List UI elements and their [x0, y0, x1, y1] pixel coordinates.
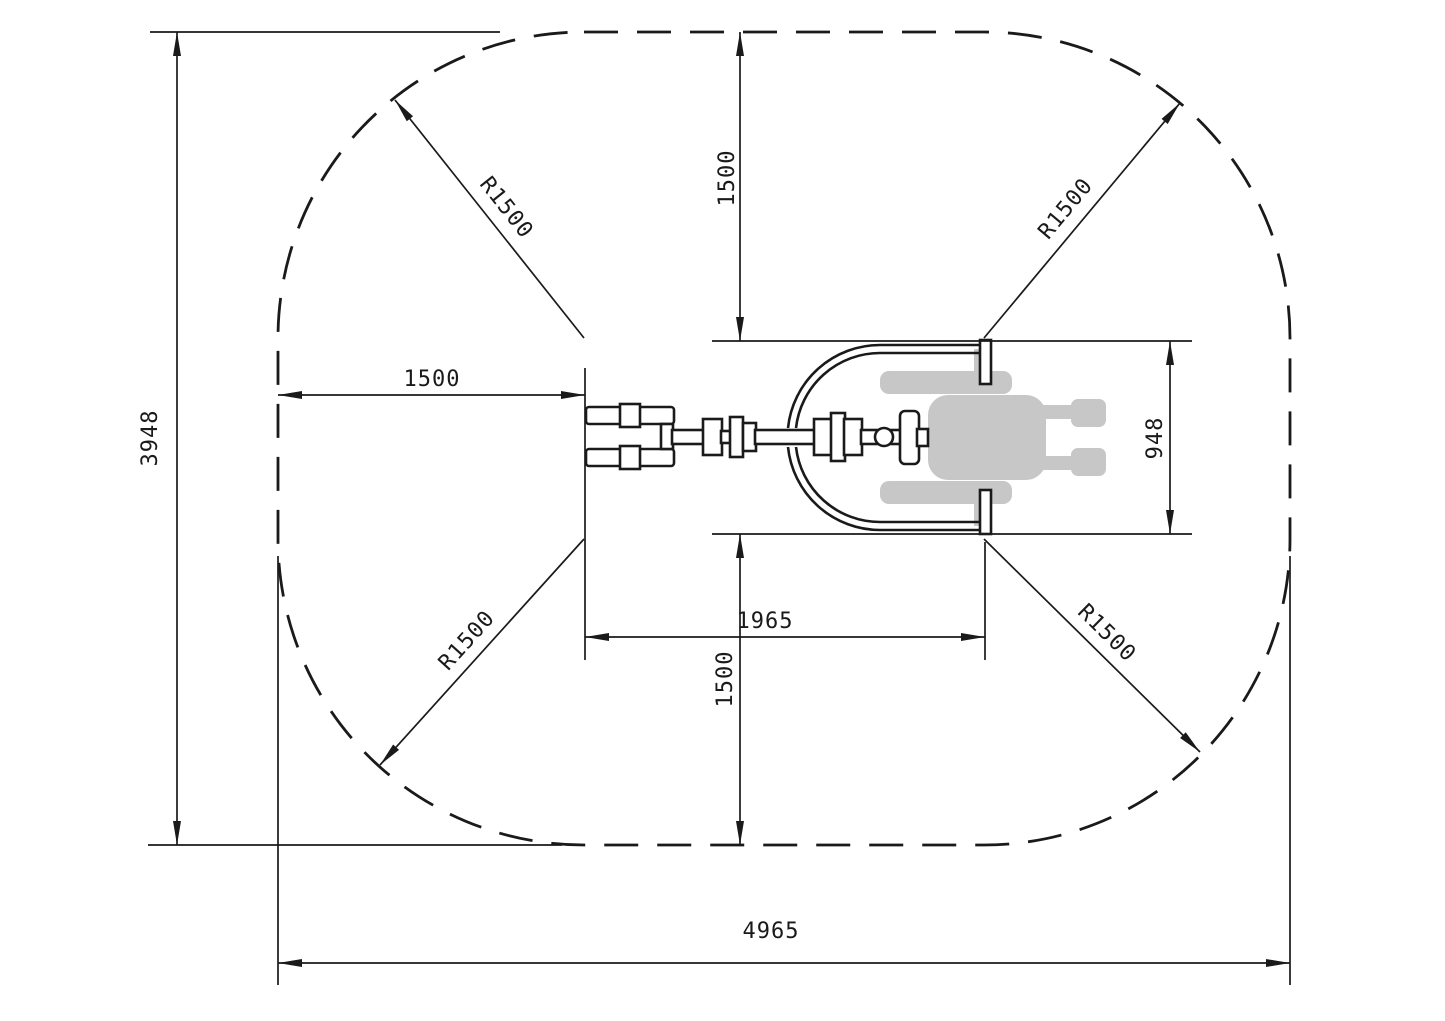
dim-clearance-left: 1500 [278, 367, 585, 399]
dim-device-width: 948 [1143, 341, 1174, 534]
handlebar-clamp-top [618, 402, 642, 429]
dim-overall-height: 3948 [138, 31, 562, 846]
beam-clamp-2 [728, 415, 745, 459]
radius-line [983, 538, 1201, 753]
dim-overall-width: 4965 [277, 556, 1291, 985]
handlebar-clamp-bottom [618, 444, 642, 471]
wheelchair-seat [928, 395, 1046, 480]
safety-zone [276, 30, 1292, 847]
dimension-label: 948 [1143, 417, 1168, 460]
dim-clearance-top: 1500 [715, 32, 744, 341]
dimension-label: 1500 [713, 651, 738, 708]
dim-radius-bottom-left: R1500 [379, 538, 585, 766]
frame-end-post-bottom [978, 488, 993, 536]
dimension-label: 4965 [743, 919, 800, 944]
dimension-label: 3948 [138, 410, 163, 467]
dim-radius-top-left: R1500 [394, 99, 585, 339]
spring-housing-right [842, 417, 864, 457]
dim-radius-bottom-right: R1500 [983, 538, 1201, 753]
wheelchair-frame-link-bottom [1040, 456, 1076, 470]
radius-label: R1500 [474, 172, 538, 243]
dimension-label: 1500 [715, 150, 740, 207]
beam-clamp-1 [701, 417, 724, 457]
safety-zone-outline [276, 30, 1292, 847]
dimensions: 3948 4965 1500 1500 1965 1500 [138, 31, 1291, 985]
dimension-label: 1500 [404, 367, 461, 392]
radius-label: R1500 [434, 606, 500, 676]
beam-section-3 [753, 428, 818, 446]
wheelchair-frame-link-top [1040, 405, 1076, 419]
radius-line [983, 102, 1181, 339]
dim-clearance-bottom: 1500 [713, 534, 744, 845]
frame-end-post-top [978, 338, 993, 386]
radius-label: R1500 [1034, 173, 1099, 244]
spring-housing-left [812, 417, 834, 457]
pivot-hub [873, 426, 895, 448]
seesaw-equipment [584, 338, 993, 536]
radius-line [394, 99, 585, 339]
dimension-label: 1965 [737, 609, 794, 634]
radius-line [379, 538, 585, 766]
dim-radius-top-right: R1500 [983, 102, 1181, 339]
wheelchair-caster-bottom [1071, 448, 1106, 476]
beam-section-1 [670, 428, 707, 446]
radius-label: R1500 [1072, 599, 1140, 667]
wheelchair-caster-top [1071, 399, 1106, 427]
post-bracket [915, 427, 930, 448]
dim-device-length: 1965 [585, 609, 985, 641]
